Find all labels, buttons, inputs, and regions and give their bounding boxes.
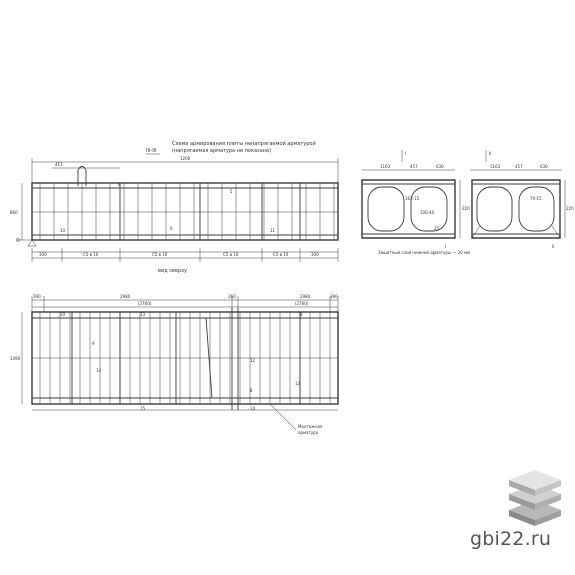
section2-mark-top: II (489, 151, 491, 156)
top-mark-12b: 12 (295, 381, 301, 386)
section1-height-dim: 220 (462, 206, 470, 211)
side-dim-bottom-label: 300 (39, 252, 47, 257)
top-dim-label: 2980 (120, 294, 131, 299)
side-label-5: 5 (230, 189, 233, 194)
drawing-title-line2: (напрягаемая арматура не показана) (172, 148, 271, 154)
top-dim-label: 260 (228, 294, 236, 299)
section1-dim-b: 457 (410, 164, 418, 169)
section-1: I 1163 457 630 162-15 100-40 25 220 Защи… (361, 150, 470, 255)
top-view: 390 2980 (2760) 260 2980 (2760) 390 1490 10 13… (10, 294, 339, 435)
top-dim-label: 390 (33, 294, 41, 299)
side-dim-top-1: 1200 (180, 156, 191, 161)
side-label-11: 11 (270, 228, 276, 233)
side-view-label: вид сверху (158, 268, 187, 274)
top-mark-14b: 14 (250, 406, 256, 411)
section1-inner-dim-2: 100-40 (420, 210, 435, 215)
site-watermark: gbi22.ru (470, 528, 552, 550)
section2-inner-dim-1: 70-15 (530, 196, 542, 201)
side-label-10: 10 (60, 228, 66, 233)
top-mark-15: 15 (140, 406, 146, 411)
gbi-logo-icon (509, 470, 561, 526)
section1-mark-top: I (405, 151, 406, 156)
section2-dim-c: 630 (540, 164, 548, 169)
section2-height-dim: 220 (566, 206, 574, 211)
section-mark-label: III-III (146, 148, 157, 154)
section1-inner-dim-3: 25 (434, 226, 440, 231)
top-mark-8: 8 (300, 312, 303, 317)
section2-dim-b: 457 (515, 164, 523, 169)
drawing-title-line1: Схема армирования плиты ненапрягаемой ар… (172, 140, 316, 147)
side-dim-bottom-label: С5 в 10 (152, 252, 168, 257)
side-dim-bottom-label: 300 (311, 252, 319, 257)
section1-note: Защитный слой нижней арматуры — 20 мм (378, 250, 470, 255)
top-mark-8b: 8 (250, 388, 253, 393)
top-dim-label: (2760) (138, 301, 152, 306)
section1-inner-dim-1: 162-15 (405, 196, 420, 201)
side-label-6: 6 (170, 226, 173, 231)
section1-dim-c: 630 (436, 164, 444, 169)
side-dim-bottom-label: С5 в 10 (273, 252, 289, 257)
side-view: 1200 411 8 5 10 6 11 860 300 С5 в 10 С5 в … (10, 156, 339, 274)
top-mark-13: 13 (140, 312, 146, 317)
top-mark-12: 12 (250, 358, 256, 363)
section2-dim-a: 1163 (490, 164, 501, 169)
section-2: II 1163 457 630 70-15 220 II (470, 150, 574, 249)
section1-mark-bottom: I (445, 244, 446, 249)
top-rebar-diagonal (205, 317, 213, 399)
side-label-8: 8 (118, 182, 121, 187)
section2-mark-bottom: II (552, 244, 554, 249)
top-mark-14: 14 (96, 368, 102, 373)
top-dim-label: 390 (330, 294, 338, 299)
top-mark-9: 9 (92, 341, 95, 346)
side-dim-bottom-label: С5 в 10 (83, 252, 99, 257)
top-note-line2: арматура (298, 430, 319, 435)
top-dim-label: (2760) (295, 301, 309, 306)
side-dim-top-2: 411 (55, 162, 63, 167)
side-height-dim: 860 (10, 210, 18, 215)
side-dim-bottom-label: С5 в 10 (223, 252, 239, 257)
top-dim-label: 2980 (300, 294, 311, 299)
top-height-dim: 1490 (10, 356, 21, 361)
top-mark-10: 10 (60, 312, 66, 317)
section1-dim-a: 1163 (380, 164, 391, 169)
top-note-line1: Монтажная (298, 424, 323, 429)
